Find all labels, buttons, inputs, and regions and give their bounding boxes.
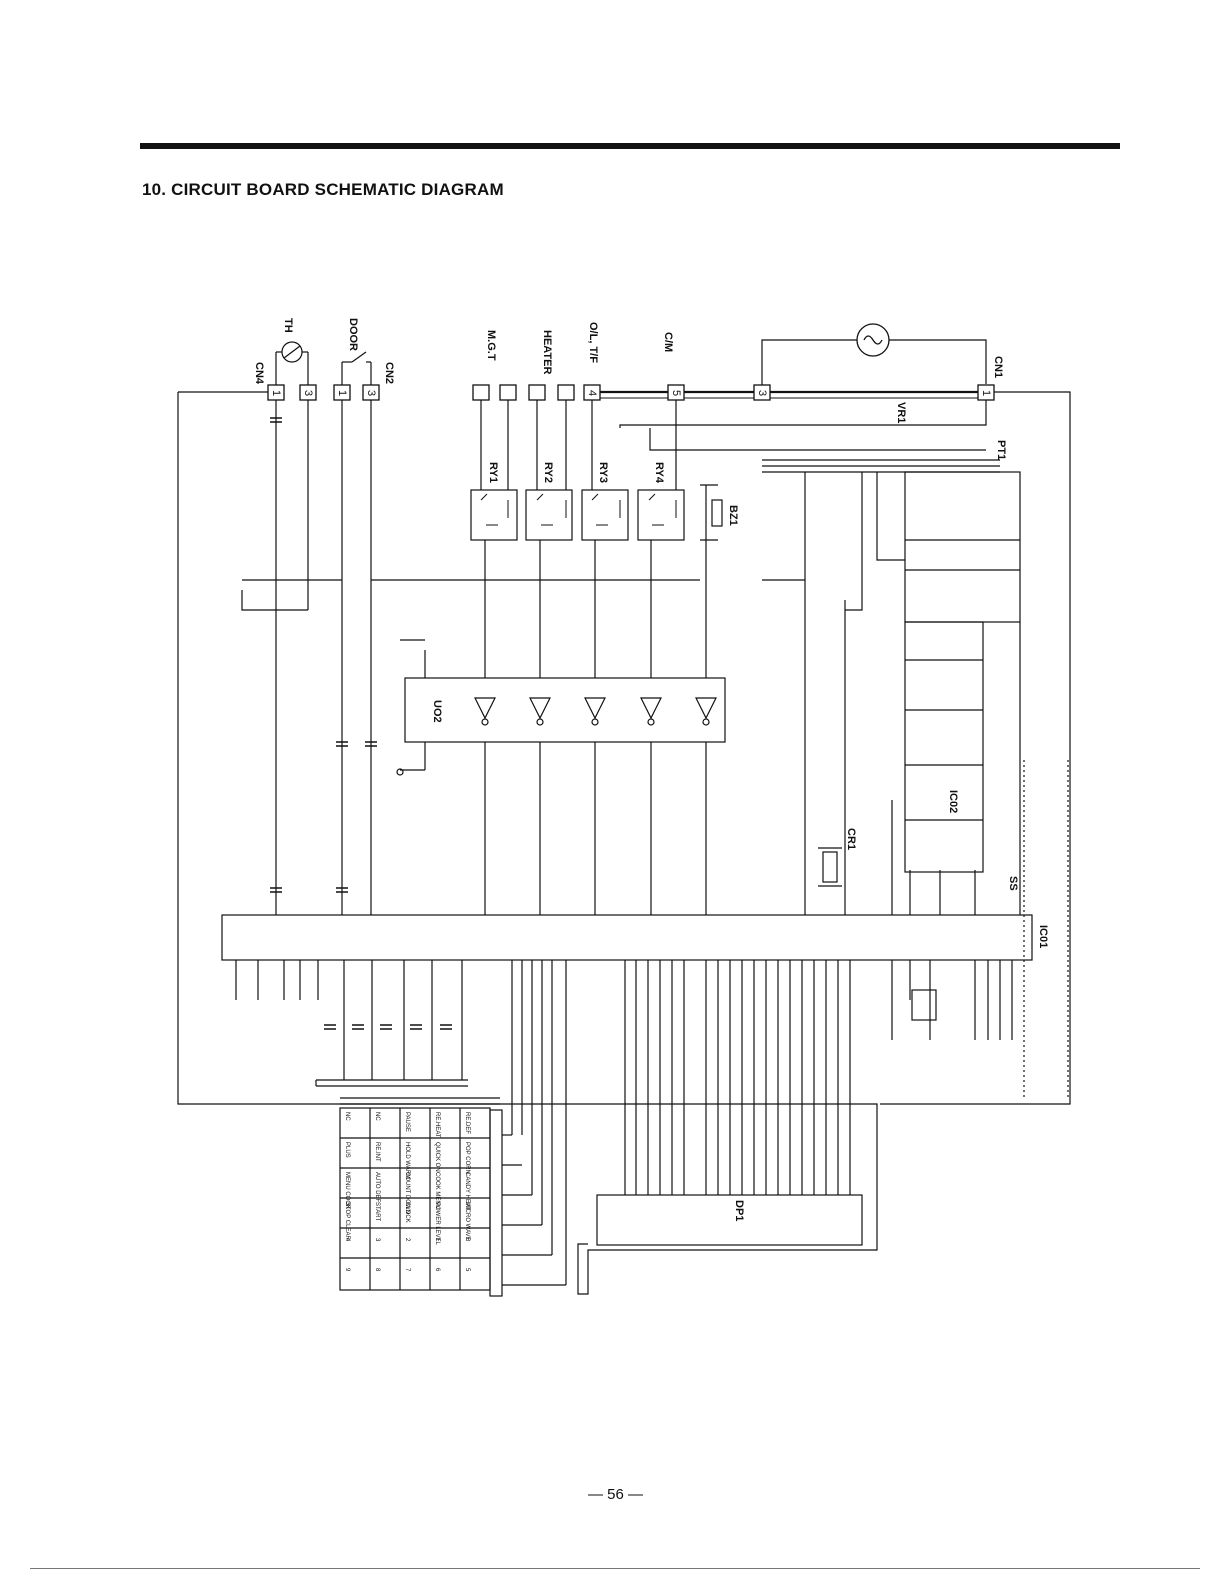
pin-cn2-3: 3 xyxy=(365,390,377,396)
connector-blocks xyxy=(267,384,995,401)
key-label: START xyxy=(374,1202,380,1221)
label-ry3: RY3 xyxy=(597,462,609,483)
keypad-labels: RE.DEF RE.HEAT PAUSE NC NC POP CORN QUIC… xyxy=(344,1112,470,1272)
label-cm: C/M xyxy=(662,332,674,352)
capacitor-marks xyxy=(270,417,452,1030)
label-ry4: RY4 xyxy=(653,462,665,484)
top-labels: TH DOOR M.G.T HEATER O/L, T/F C/M CN4 CN… xyxy=(253,318,1049,1221)
key-label: PLUS xyxy=(344,1142,350,1158)
pin-cn1-3: 3 xyxy=(756,390,768,396)
relay-ry2 xyxy=(525,489,573,541)
pin-cn1-4: 4 xyxy=(586,390,598,396)
label-cn4: CN4 xyxy=(253,362,265,385)
key-label: STOP CLEAR xyxy=(344,1202,350,1240)
key-label: 9 xyxy=(344,1268,350,1272)
bottom-rule xyxy=(30,1568,1200,1569)
key-label: 0 xyxy=(464,1238,470,1242)
key-label: 4 xyxy=(344,1238,350,1242)
key-label: POP CORN xyxy=(464,1142,470,1174)
key-label: NC xyxy=(374,1112,380,1121)
key-label: 2 xyxy=(404,1238,410,1242)
label-ry1: RY1 xyxy=(487,462,499,483)
label-uo2: UO2 xyxy=(431,700,443,723)
connector-pin-numbers: 1 3 1 3 4 5 3 1 xyxy=(270,390,992,396)
relay-ry3 xyxy=(581,489,629,541)
key-label: 1 xyxy=(434,1238,440,1242)
label-ic01: IC01 xyxy=(1037,925,1049,948)
driver-buffers xyxy=(396,639,717,776)
key-label: 7 xyxy=(404,1268,410,1272)
crystal-icon xyxy=(818,847,842,887)
key-label: PAUSE xyxy=(404,1112,410,1132)
driver-ic xyxy=(404,677,726,743)
label-bz1: BZ1 xyxy=(727,505,739,526)
key-label: AUTO DEF xyxy=(374,1172,380,1203)
door-switch-icon xyxy=(341,351,372,385)
page-number: — 56 — xyxy=(588,1486,644,1503)
key-label: HOLD WARM xyxy=(404,1142,410,1179)
pin-cn1-5: 5 xyxy=(670,390,682,396)
keypad-grid xyxy=(339,1107,491,1291)
label-door: DOOR xyxy=(347,318,359,351)
relay-group xyxy=(470,489,685,541)
key-label: RE.HEAT xyxy=(434,1112,440,1138)
label-ry2: RY2 xyxy=(542,462,554,483)
key-label: COOK MENU xyxy=(434,1172,440,1209)
label-dp1: DP1 xyxy=(733,1200,745,1221)
label-th: TH xyxy=(282,318,294,333)
label-pt1: PT1 xyxy=(995,440,1007,460)
key-label: COUNT DOWN xyxy=(404,1172,410,1214)
key-label: 8 xyxy=(374,1268,380,1272)
key-label: MENU COOK xyxy=(344,1172,350,1209)
key-label: POWER LEVEL xyxy=(434,1202,440,1246)
key-label: CANDY HEAT xyxy=(464,1172,470,1210)
relay-ry1 xyxy=(470,489,518,541)
key-label: NC xyxy=(344,1112,350,1121)
key-label: CLOCK xyxy=(404,1202,410,1223)
thermistor-icon xyxy=(275,341,309,385)
key-label: 6 xyxy=(434,1268,440,1272)
document-heading: 10. CIRCUIT BOARD SCHEMATIC DIAGRAM xyxy=(142,180,504,199)
label-heater: HEATER xyxy=(541,330,553,374)
label-ss: SS xyxy=(1007,876,1019,891)
ac-source-icon xyxy=(856,323,890,357)
label-ol-tf: O/L, T/F xyxy=(587,322,599,363)
relay-contacts xyxy=(480,493,677,526)
relay-ry4 xyxy=(637,489,685,541)
label-cr1: CR1 xyxy=(845,828,857,850)
key-label: RE.INT xyxy=(374,1142,380,1162)
label-cn2: CN2 xyxy=(383,362,395,384)
pin-cn2-1: 1 xyxy=(336,390,348,396)
label-ic02: IC02 xyxy=(947,790,959,813)
label-vr1: VR1 xyxy=(895,402,907,423)
label-cn1: CN1 xyxy=(992,356,1004,378)
schematic-wires xyxy=(177,339,1071,1297)
label-mgt: M.G.T xyxy=(485,330,497,361)
pin-cn4-1: 1 xyxy=(270,390,282,396)
pin-cn4-3: 3 xyxy=(302,390,314,396)
key-label: 3 xyxy=(374,1238,380,1242)
key-label: MICRO WAVE xyxy=(464,1202,470,1241)
buzzer-icon xyxy=(700,484,723,541)
key-label: 5 xyxy=(464,1268,470,1272)
pin-cn1-1: 1 xyxy=(980,390,992,396)
key-label: RE.DEF xyxy=(464,1112,470,1134)
key-label: QUICK ON xyxy=(434,1142,440,1172)
top-rule xyxy=(140,143,1120,149)
